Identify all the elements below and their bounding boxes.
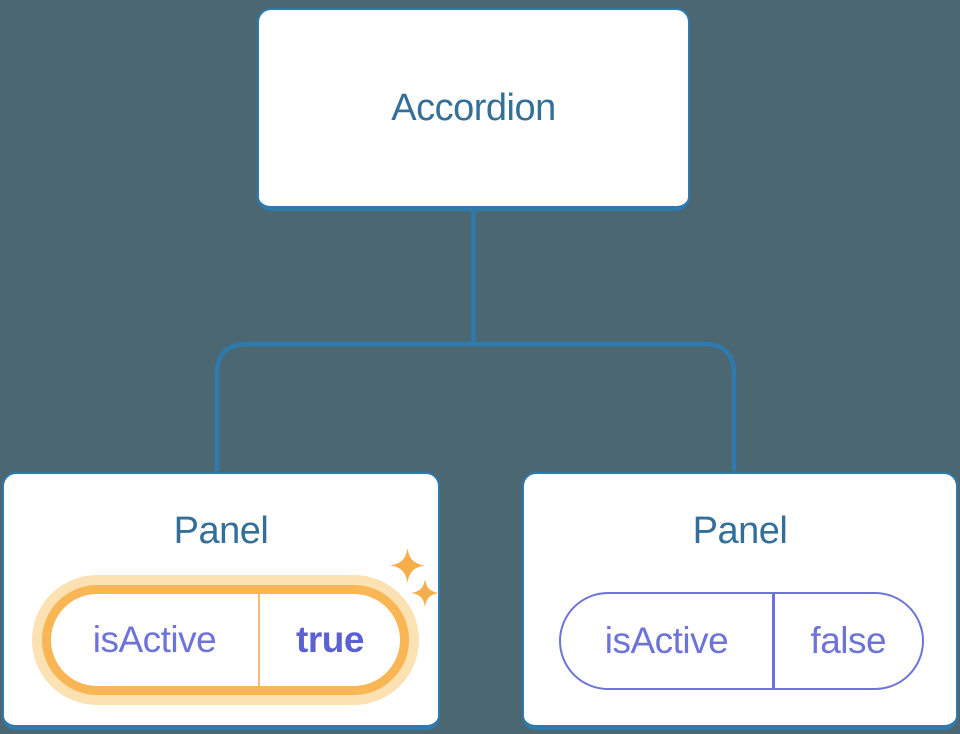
- state-prop-value: false: [810, 620, 887, 661]
- node-accordion-label: Accordion: [391, 86, 556, 129]
- state-prop-name: isActive: [92, 619, 217, 660]
- node-panel-active-label: Panel: [173, 510, 269, 552]
- node-panel-active: Panel isActive true: [2, 472, 440, 730]
- state-prop-name: isActive: [604, 620, 729, 661]
- state-pill-inactive: isActive false: [559, 592, 924, 690]
- state-prop-value: true: [296, 619, 364, 660]
- node-panel-inactive: Panel isActive false: [522, 472, 958, 730]
- state-pill-active: isActive true: [42, 585, 409, 695]
- node-panel-inactive-label: Panel: [692, 510, 788, 552]
- pill-divider: [772, 594, 775, 688]
- pill-divider: [258, 594, 260, 686]
- node-accordion: Accordion: [257, 8, 690, 211]
- connector-branch: [214, 341, 737, 471]
- sparkle-icon: [411, 579, 439, 607]
- sparkle-icon: [390, 548, 425, 583]
